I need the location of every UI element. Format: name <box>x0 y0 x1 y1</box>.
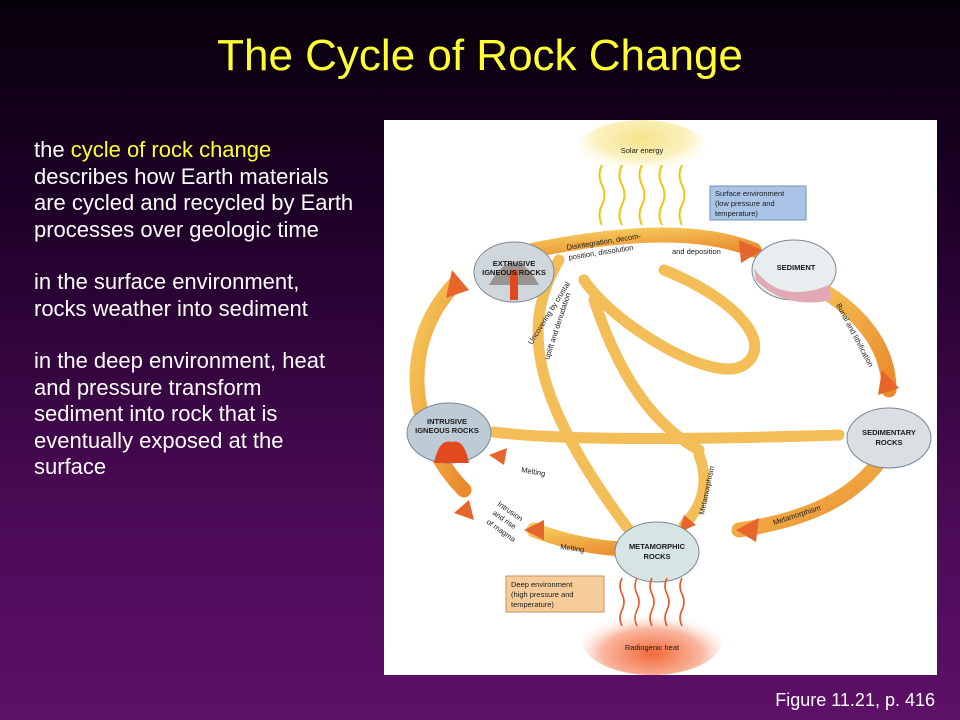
paragraph-rest: describes how Earth materials are cycled… <box>34 163 354 242</box>
slide-title: The Cycle of Rock Change <box>217 31 743 80</box>
slide-body: the cycle of rock change describes how E… <box>34 137 354 507</box>
paragraph-definition: the cycle of rock change describes how E… <box>34 137 354 243</box>
highlight-term: cycle of rock change <box>70 137 272 162</box>
sediment-label: SEDIMENT <box>777 263 816 272</box>
label-melting-left: Melting <box>521 465 546 478</box>
label-deposition: and deposition <box>672 247 721 256</box>
node-sedimentary: SEDIMENTARY ROCKS <box>846 407 932 469</box>
heat-rays <box>619 577 685 627</box>
radiogenic-heat-label: Radiogenic heat <box>625 643 680 652</box>
deep-env-line2: (high pressure and <box>511 590 574 599</box>
extrusive-label-2: IGNEOUS ROCKS <box>482 268 546 277</box>
deep-env-line3: temperature) <box>511 600 554 609</box>
deep-env-line1: Deep environment <box>511 580 573 589</box>
solar-rays <box>598 164 686 226</box>
surface-env-line2: (low pressure and <box>715 199 775 208</box>
node-intrusive: INTRUSIVE IGNEOUS ROCKS <box>406 402 492 464</box>
rock-cycle-diagram: Solar energy Surface environment (low pr… <box>406 120 932 675</box>
intrusive-label-2: IGNEOUS ROCKS <box>415 426 479 435</box>
surface-env-line1: Surface environment <box>715 189 785 198</box>
surface-env-line3: temperature) <box>715 209 758 218</box>
solar-energy-label: Solar energy <box>621 146 664 155</box>
sedimentary-label-2: ROCKS <box>875 438 902 447</box>
paragraph-prefix: the <box>34 137 71 162</box>
intrusive-label-1: INTRUSIVE <box>427 417 467 426</box>
outer-cycle <box>409 227 897 557</box>
paragraph-surface: in the surface environment, rocks weathe… <box>34 269 308 321</box>
paragraph-deep: in the deep environment, heat and pressu… <box>34 348 326 479</box>
figure-caption: Figure 11.21, p. 416 <box>775 690 935 710</box>
extrusive-label-1: EXTRUSIVE <box>493 259 536 268</box>
label-melting-bottom: Melting <box>560 542 585 554</box>
sedimentary-label-1: SEDIMENTARY <box>862 428 916 437</box>
node-extrusive: EXTRUSIVE IGNEOUS ROCKS <box>473 241 555 303</box>
node-metamorphic: METAMORPHIC ROCKS <box>614 521 700 583</box>
metamorphic-label-1: METAMORPHIC <box>629 542 686 551</box>
heat-glow <box>582 605 722 675</box>
node-sediment: SEDIMENT <box>751 239 837 303</box>
deep-env-box <box>505 575 605 613</box>
arrow-heads <box>446 240 899 542</box>
surface-env-box <box>709 185 807 221</box>
metamorphic-label-2: ROCKS <box>643 552 670 561</box>
inner-paths <box>488 254 845 536</box>
rock-cycle-figure: Solar energy Surface environment (low pr… <box>384 120 937 675</box>
solar-glow <box>577 120 707 180</box>
